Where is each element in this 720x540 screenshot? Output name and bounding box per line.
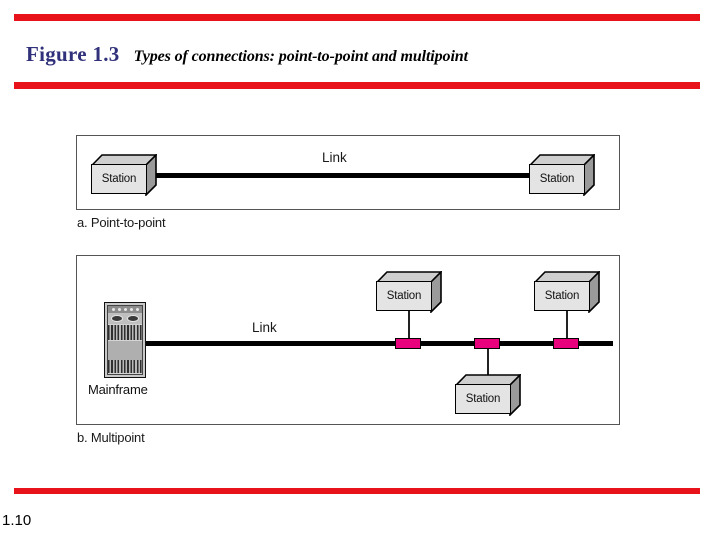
mainframe-vent-lower-icon <box>108 360 142 373</box>
station-node-b-top-2[interactable]: Station <box>534 271 600 313</box>
link-line-multipoint <box>119 341 613 346</box>
mainframe-tape-reels-icon <box>108 313 142 324</box>
mainframe-indicator-lights-icon <box>108 306 142 313</box>
station-label: Station <box>534 281 590 311</box>
figure-label: Figure 1.3 <box>26 42 120 66</box>
mainframe-label: Mainframe <box>88 382 148 397</box>
connector-tap-2[interactable] <box>474 338 500 349</box>
link-label-point-to-point: Link <box>322 150 347 165</box>
figure-title: Figure 1.3 Types of connections: point-t… <box>26 42 468 72</box>
station-label: Station <box>91 164 147 194</box>
drop-lead-station-top-2 <box>566 311 568 343</box>
station-label: Station <box>455 384 511 414</box>
station-node-b-bottom[interactable]: Station <box>455 374 521 416</box>
mainframe-node[interactable] <box>104 302 146 378</box>
title-accent-rule <box>14 82 700 89</box>
panel-caption-point-to-point: a. Point-to-point <box>77 215 166 230</box>
figure-caption-text: Types of connections: point-to-point and… <box>133 48 468 65</box>
page-number: 1.10 <box>2 512 32 529</box>
drop-lead-station-bottom <box>487 343 489 375</box>
top-accent-rule <box>14 14 700 21</box>
mainframe-vent-upper-icon <box>108 325 142 340</box>
mainframe-chassis-icon <box>107 305 143 375</box>
station-node-b-top-1[interactable]: Station <box>376 271 442 313</box>
bottom-accent-rule <box>14 488 700 494</box>
connector-tap-3[interactable] <box>553 338 579 349</box>
link-line-point-to-point <box>137 173 557 178</box>
station-node-a-left[interactable]: Station <box>91 154 157 196</box>
station-node-a-right[interactable]: Station <box>529 154 595 196</box>
panel-caption-multipoint: b. Multipoint <box>77 430 145 445</box>
connector-tap-1[interactable] <box>395 338 421 349</box>
drop-lead-station-top-1 <box>408 311 410 343</box>
panel-multipoint: Link Station Station Station <box>76 255 620 425</box>
station-label: Station <box>376 281 432 311</box>
station-label: Station <box>529 164 585 194</box>
panel-point-to-point: Link Station Station <box>76 135 620 210</box>
link-label-multipoint: Link <box>252 320 277 335</box>
